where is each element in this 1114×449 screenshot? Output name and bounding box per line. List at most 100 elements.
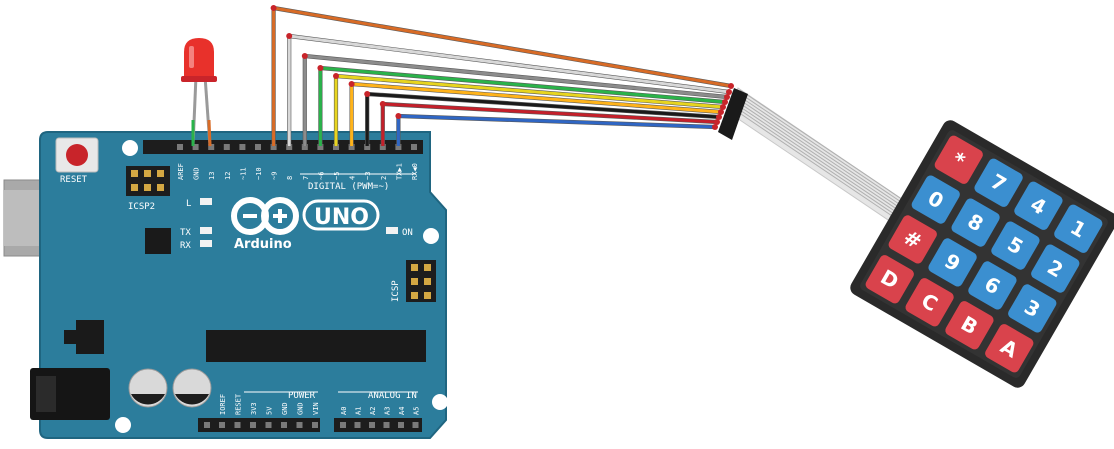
key-cap[interactable]	[927, 236, 979, 288]
analog-pin-label: A3	[384, 407, 392, 415]
keypad-key[interactable]: 1	[1052, 203, 1104, 255]
digital-pin-hole	[208, 144, 215, 150]
digital-pin-hole	[255, 144, 261, 150]
keypad-key[interactable]: 5	[989, 220, 1041, 272]
keypad-key[interactable]: 7	[973, 157, 1025, 209]
voltage-regulator	[76, 320, 104, 354]
keypad-key[interactable]: 6	[966, 259, 1018, 311]
wire-bend	[286, 33, 293, 39]
rx-led-label: RX	[180, 241, 191, 251]
key-cap[interactable]	[943, 299, 995, 351]
ribbon-trace	[732, 105, 906, 222]
indicator-leds: L TX RX ON	[180, 198, 413, 251]
digital-pin-hole	[348, 144, 355, 150]
l-led-label: L	[186, 199, 191, 209]
analog-pin-label: A4	[398, 407, 406, 415]
wire-end	[722, 99, 728, 105]
usb-chip	[145, 228, 171, 254]
wire-bend	[395, 113, 402, 119]
key-cap[interactable]	[1052, 203, 1104, 255]
wire-bend	[364, 91, 371, 97]
wire-end	[728, 83, 734, 89]
uno-badge	[302, 199, 380, 231]
digital-pin-label: 2	[380, 176, 388, 180]
analog-pin-hole	[412, 422, 419, 428]
digital-pin-hole	[192, 144, 199, 150]
digital-pin-label: TX▶1	[395, 163, 403, 180]
key-cap[interactable]	[973, 157, 1025, 209]
keypad-key[interactable]: 0	[910, 174, 962, 226]
ribbon-trace	[736, 97, 909, 215]
power-pin-hole	[265, 422, 272, 428]
analog-pin-hole	[383, 422, 390, 428]
power-pin-hole	[250, 422, 256, 428]
mounting-hole	[115, 417, 131, 433]
digital-pin-hole	[239, 144, 246, 150]
power-header	[198, 418, 320, 432]
key-cap[interactable]	[989, 220, 1041, 272]
icsp2-header	[126, 166, 170, 196]
keypad-key[interactable]: D	[864, 253, 916, 305]
key-cap[interactable]	[1012, 180, 1064, 232]
key-cap[interactable]	[887, 213, 939, 265]
icsp2-label: ICSP2	[128, 202, 155, 212]
key-cap[interactable]	[966, 259, 1018, 311]
wire-end	[712, 124, 718, 130]
keypad-key[interactable]: 8	[950, 197, 1002, 249]
power-pin-label: GND	[281, 402, 289, 415]
keypad-key[interactable]: 3	[1006, 282, 1058, 334]
jumper-wires	[270, 5, 734, 146]
key-cap[interactable]	[1006, 282, 1058, 334]
reset-label: RESET	[60, 175, 88, 185]
key-cap[interactable]	[1029, 243, 1081, 295]
keypad-key[interactable]: A	[983, 322, 1035, 374]
digital-pin-hole	[379, 144, 386, 150]
keypad-key[interactable]: 9	[927, 236, 979, 288]
keypad-key[interactable]: #	[887, 213, 939, 265]
wire-end	[716, 114, 722, 120]
wire-bend	[317, 65, 324, 71]
ribbon-trace	[739, 89, 913, 207]
power-pin-label: RESET	[235, 393, 243, 415]
model-text: UNO	[314, 205, 369, 230]
digital-pin-label: 8	[286, 176, 294, 180]
digital-pin-label: ~10	[255, 167, 263, 180]
keypad-key[interactable]: 2	[1029, 243, 1081, 295]
wire-end	[718, 109, 724, 115]
microcontroller-chip	[206, 330, 426, 362]
icsp-label: ICSP	[391, 280, 401, 302]
tx-led-label: TX	[180, 228, 191, 238]
digital-pin-label: RX◀0	[411, 163, 419, 180]
digital-pin-hole	[395, 144, 402, 150]
power-pin-hole	[296, 422, 303, 428]
digital-pin-hole	[411, 144, 417, 150]
digital-pin-label: 13	[208, 172, 216, 180]
power-pin-label: IOREF	[219, 394, 227, 415]
analog-pin-hole	[340, 422, 346, 428]
wire-end	[714, 119, 720, 125]
key-cap[interactable]	[864, 253, 916, 305]
analog-pin-label: A1	[355, 407, 363, 415]
keypad-key[interactable]: B	[943, 299, 995, 351]
digital-pin-hole	[333, 144, 339, 150]
key-cap[interactable]	[950, 197, 1002, 249]
keypad-key[interactable]: 4	[1012, 180, 1064, 232]
key-cap[interactable]	[983, 322, 1035, 374]
analog-label: ANALOG IN	[368, 391, 417, 401]
keypad-key[interactable]: *	[933, 134, 985, 186]
tx-led	[200, 227, 212, 234]
power-pin-label: 3V3	[250, 402, 258, 415]
digital-pin-hole	[177, 144, 183, 150]
key-cap[interactable]	[910, 174, 962, 226]
key-cap[interactable]	[933, 134, 985, 186]
on-led-label: ON	[402, 228, 413, 238]
red-led	[181, 38, 217, 147]
key-cap[interactable]	[904, 276, 956, 328]
analog-pin-label: A0	[340, 407, 348, 415]
keypad-key[interactable]: C	[904, 276, 956, 328]
digital-pin-hole	[270, 144, 277, 150]
digital-pin-label: ~9	[271, 172, 279, 180]
